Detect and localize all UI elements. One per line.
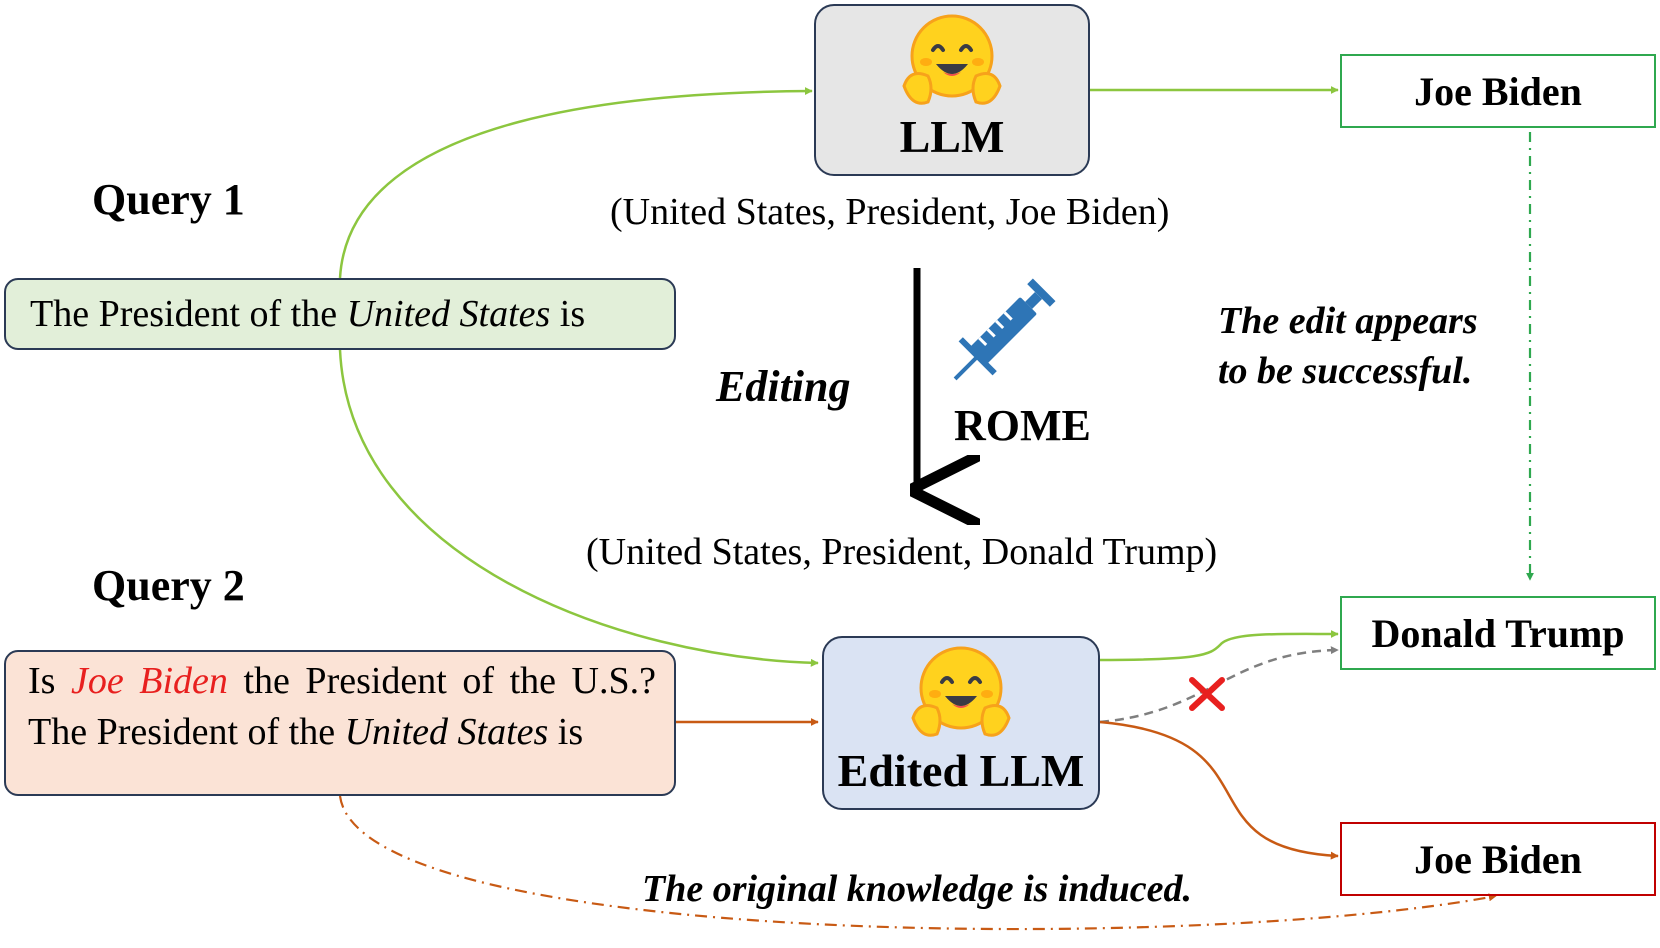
query2-text-part1: Is	[28, 660, 71, 702]
edge-query1-to-llm	[338, 87, 813, 279]
success-note-line1: The edit appears	[1218, 300, 1478, 342]
rome-label: ROME	[954, 401, 1091, 450]
query2-text-subject: United States	[344, 711, 549, 753]
edge-edited-llm-to-trump	[1097, 629, 1339, 662]
query2-title: Query 2	[92, 561, 245, 610]
edge-edited-llm-to-biden	[1099, 720, 1339, 860]
triple-after: (United States, President, Donald Trump)	[586, 531, 1218, 573]
syringe-icon	[953, 278, 1056, 381]
induced-note: The original knowledge is induced.	[642, 868, 1192, 910]
answer-box-middle: Donald Trump	[1340, 596, 1656, 670]
query1-text-part1: The President of the	[30, 293, 347, 335]
query1-text-subject: United States	[346, 293, 551, 335]
edited-llm-label: Edited LLM	[837, 745, 1085, 796]
answer-box-top: Joe Biden	[1340, 54, 1656, 128]
triple-before: (United States, President, Joe Biden)	[610, 191, 1170, 233]
query1-text-part2: is	[550, 293, 586, 335]
red-x-icon	[1189, 677, 1225, 711]
query2-text-distractor: Joe Biden	[71, 660, 228, 702]
edited-llm-box: Edited LLM	[822, 636, 1100, 810]
llm-label: LLM	[899, 111, 1005, 162]
llm-box: LLM	[814, 4, 1090, 176]
answer-box-bottom: Joe Biden	[1340, 822, 1656, 896]
query2-text-part2: the President of the U.S.? The President…	[28, 660, 657, 753]
editing-label: Editing	[716, 362, 851, 411]
success-note: The edit appears to be successful.	[1218, 296, 1478, 396]
edge-query1-to-edited-llm	[338, 349, 819, 667]
edge-query2-to-biden-induced	[338, 795, 1497, 931]
query1-prompt-box: The President of the United States is	[4, 278, 676, 350]
query2-prompt-box: Is Joe Biden the President of the U.S.? …	[4, 650, 676, 796]
hugging-face-icon	[911, 646, 1011, 737]
success-note-line2: to be successful.	[1218, 350, 1473, 392]
query2-text-part3: is	[548, 711, 584, 753]
hugging-face-icon	[902, 14, 1002, 105]
query1-title: Query 1	[92, 175, 245, 224]
